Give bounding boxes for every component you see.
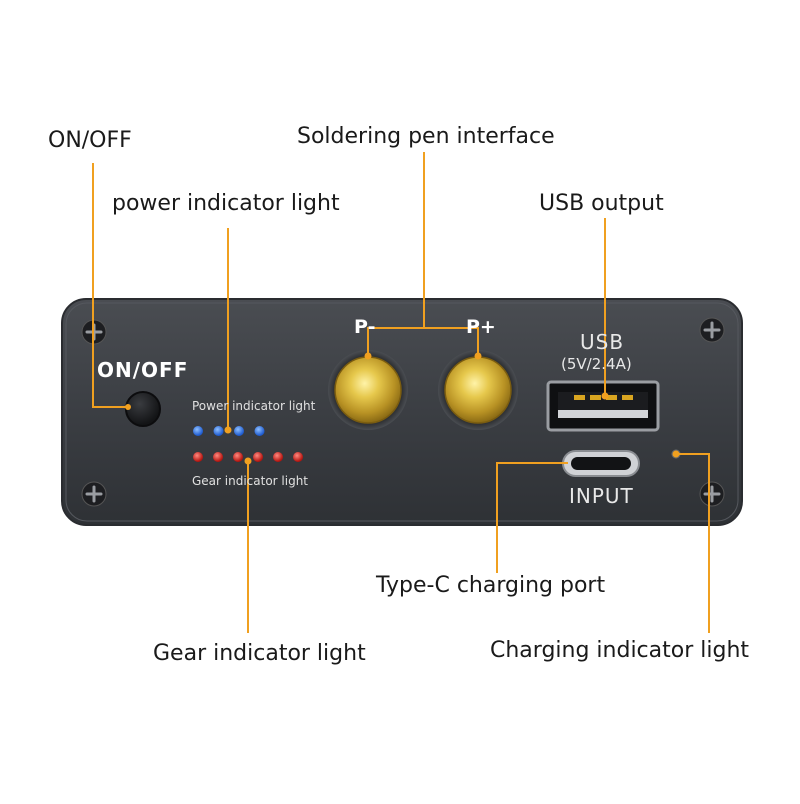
usb-port[interactable] xyxy=(546,380,660,432)
leader-lines xyxy=(92,152,710,633)
panel-usb-label: USB xyxy=(580,330,625,354)
callout-on-off: ON/OFF xyxy=(48,128,132,153)
callout-charging-indicator-light: Charging indicator light xyxy=(490,638,750,663)
usb-pin xyxy=(574,395,585,400)
callout-usb-output: USB output xyxy=(539,191,664,216)
power-indicator-leds xyxy=(193,426,265,436)
panel-power-indicator-label: Power indicator light xyxy=(192,399,316,413)
panel-gear-indicator-label: Gear indicator light xyxy=(192,474,309,488)
leader-charging-indicator xyxy=(676,453,710,633)
power-indicator-led xyxy=(213,426,224,436)
callout-power-indicator-light: power indicator light xyxy=(112,191,340,216)
leader-on-off xyxy=(92,163,128,408)
usb-pin xyxy=(606,395,617,400)
power-button[interactable] xyxy=(125,391,161,427)
gear-indicator-led xyxy=(193,452,203,462)
panel-input-label: INPUT xyxy=(569,484,634,508)
power-indicator-led xyxy=(234,426,244,436)
leader-dots xyxy=(125,352,680,465)
leader-type-c xyxy=(496,462,568,573)
gear-indicator-led xyxy=(293,452,303,462)
screw-icon xyxy=(699,481,725,507)
screw-icon xyxy=(81,481,107,507)
screw-icon xyxy=(699,317,725,343)
power-indicator-led xyxy=(254,426,265,436)
power-indicator-led xyxy=(193,426,203,436)
gear-indicator-led xyxy=(273,452,283,462)
gear-indicator-leds xyxy=(193,452,303,462)
usb-pin xyxy=(622,395,633,400)
type-c-port[interactable] xyxy=(562,450,640,477)
p-minus-terminal[interactable] xyxy=(328,350,408,430)
panel-p-plus-label: P+ xyxy=(466,316,496,338)
leader-soldering-interface xyxy=(367,152,425,356)
p-plus-terminal[interactable] xyxy=(438,350,518,430)
gear-indicator-led xyxy=(233,452,243,462)
callout-type-c-charging-port: Type-C charging port xyxy=(376,573,606,598)
usb-pin xyxy=(590,395,601,400)
gear-indicator-led xyxy=(253,452,263,462)
panel-usb-spec: (5V/2.4A) xyxy=(561,355,632,373)
panel-on-off-label: ON/OFF xyxy=(97,358,189,382)
panel-inner-bevel xyxy=(65,302,739,522)
gear-indicator-led xyxy=(213,452,223,462)
leader-soldering-p-plus xyxy=(424,327,479,356)
callout-soldering-pen-interface: Soldering pen interface xyxy=(297,124,555,149)
callout-gear-indicator-light: Gear indicator light xyxy=(153,641,366,666)
panel-p-minus-label: P- xyxy=(354,316,376,338)
